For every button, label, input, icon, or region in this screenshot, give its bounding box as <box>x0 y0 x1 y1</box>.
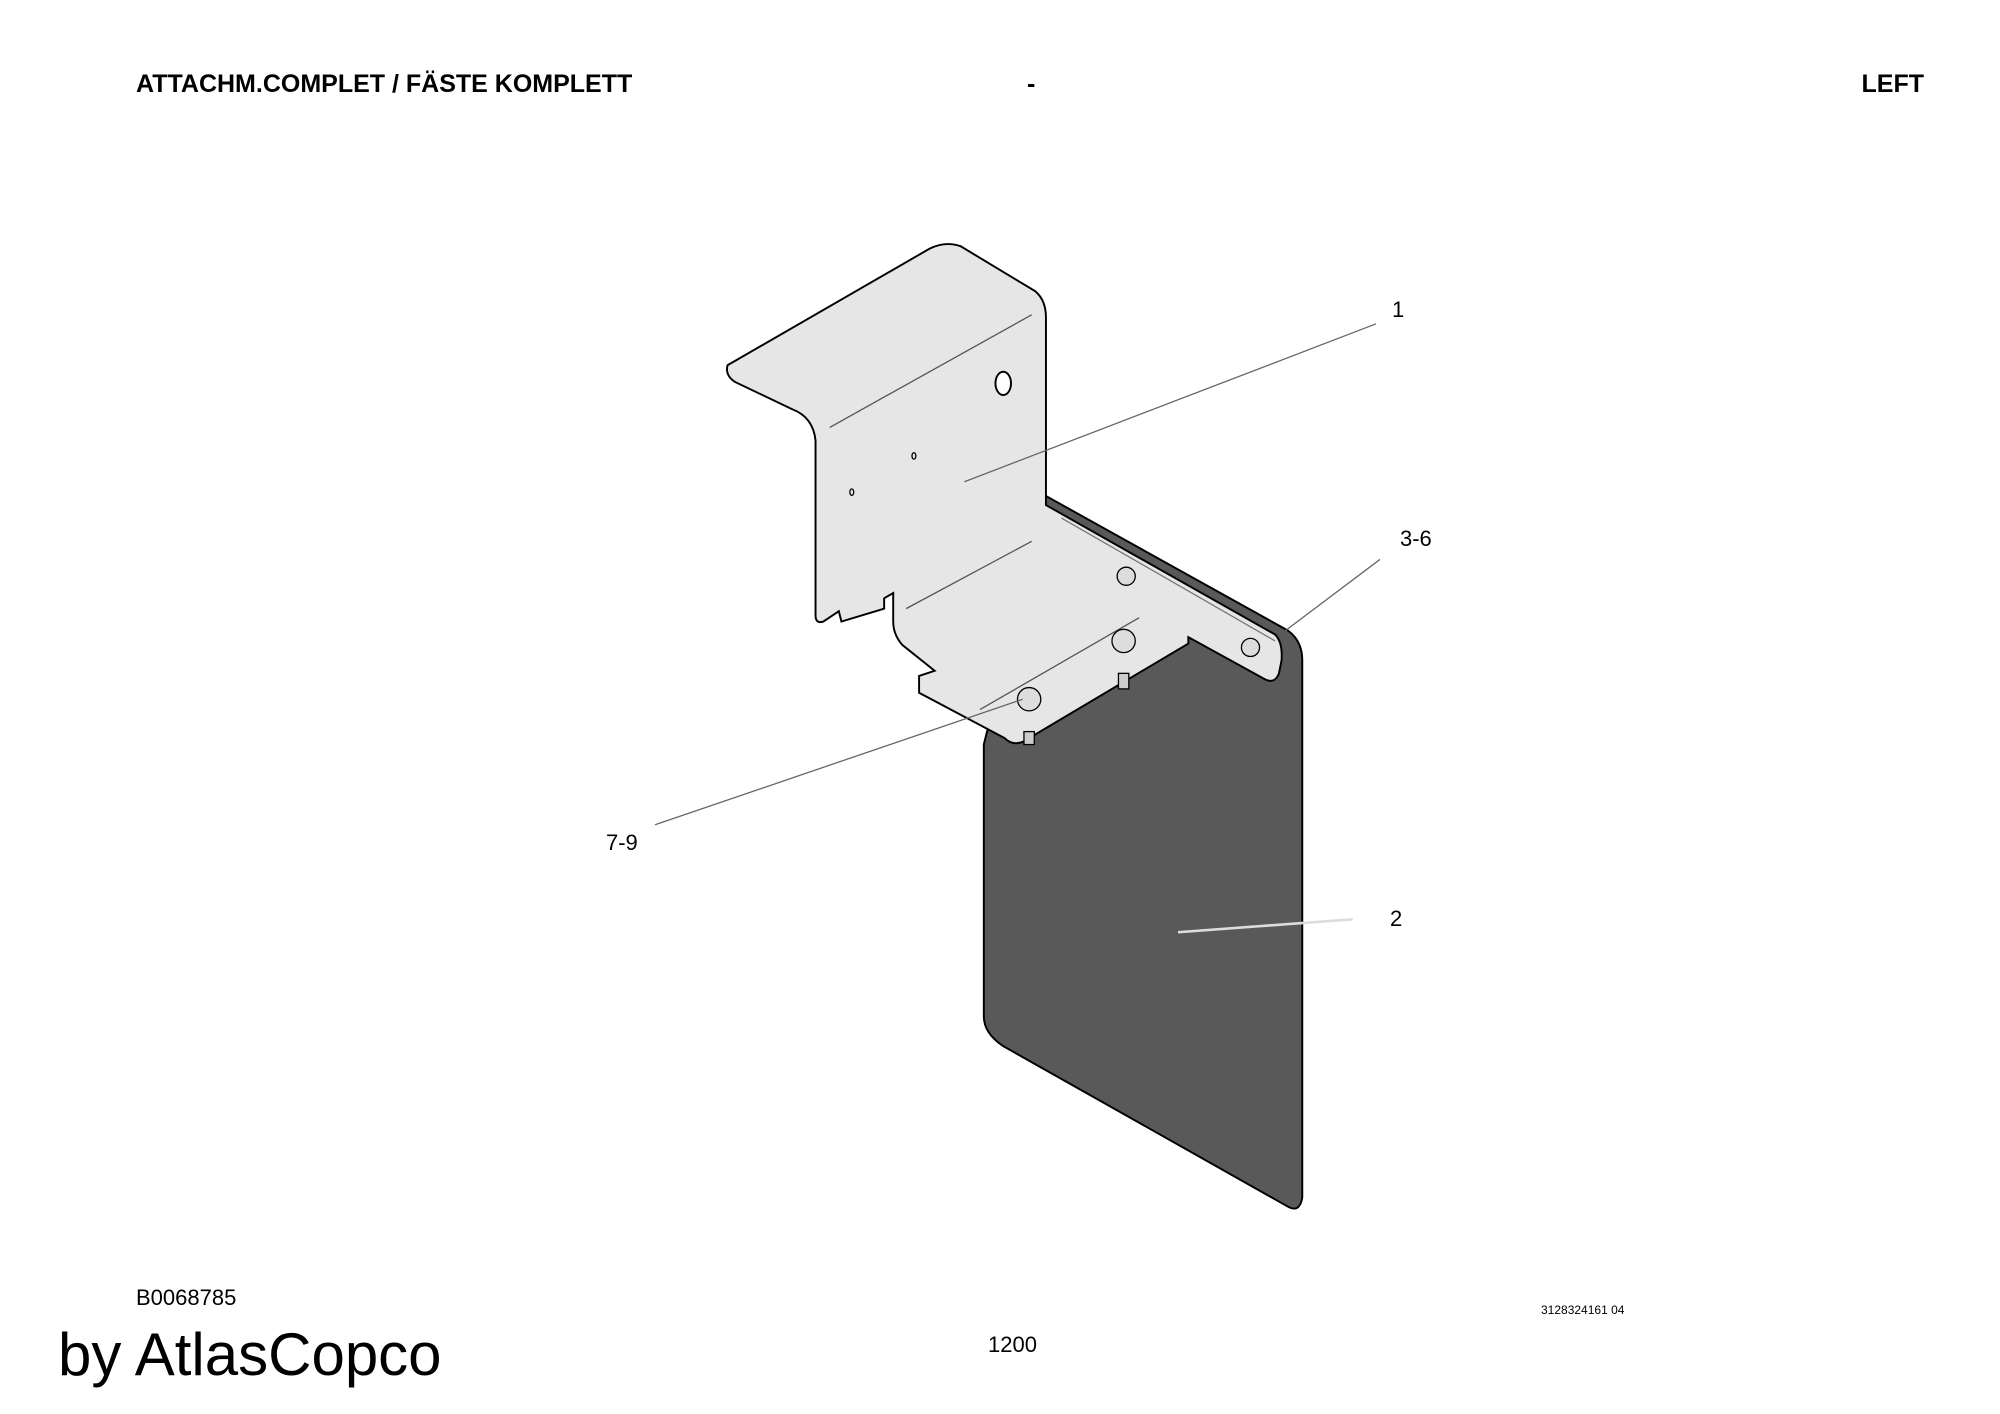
header-side: LEFT <box>1861 70 1925 98</box>
bracket <box>726 243 1283 745</box>
nut <box>1240 637 1261 658</box>
callout-3-6: 3-6 <box>1400 526 1432 551</box>
drawing-id: B0068785 <box>136 1285 237 1310</box>
bolt-head <box>1016 686 1042 712</box>
leader-lines <box>654 323 1381 934</box>
bolt-end <box>1117 672 1130 690</box>
bolt-head <box>1111 628 1136 654</box>
page-number: 1200 <box>988 1332 1037 1357</box>
callout-2: 2 <box>1390 906 1403 931</box>
page-title: ATTACHM.COMPLET / FÄSTE KOMPLETT <box>136 70 633 98</box>
document-number: 3128324161 04 <box>1541 1303 1625 1317</box>
callout-1: 1 <box>1392 297 1405 322</box>
nut <box>1116 566 1136 586</box>
callout-7-9: 7-9 <box>606 830 638 855</box>
header-center: - <box>1027 70 1036 98</box>
bolt-end <box>1023 730 1035 746</box>
bolts <box>1016 566 1261 746</box>
watermark: by AtlasCopco <box>58 1321 442 1388</box>
